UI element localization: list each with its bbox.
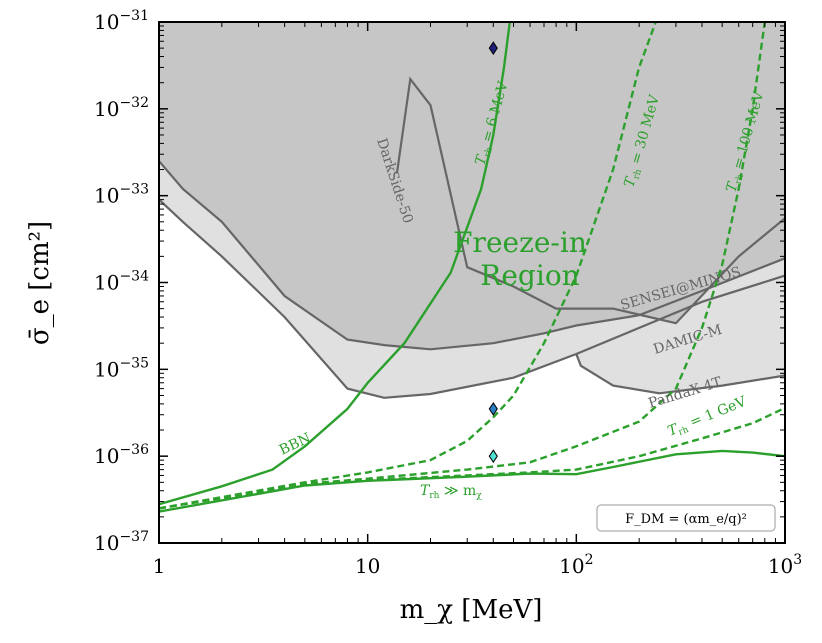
exclusion-line-sensei-minos xyxy=(159,160,785,351)
exclusion-line-pandax-4t xyxy=(575,353,785,395)
curves xyxy=(159,22,785,513)
x-axis-title: m_χ [MeV] xyxy=(400,595,543,625)
y-tick-label: 10−37 xyxy=(94,529,149,555)
benchmark-marker-1 xyxy=(488,41,498,56)
x-tick-label: 10 xyxy=(355,554,380,578)
darkside-excluded-region xyxy=(396,22,785,324)
exclusion-line-damic-m xyxy=(159,198,785,399)
x-tick-label: 102 xyxy=(559,552,593,578)
y-tick-label: 10−35 xyxy=(94,355,149,381)
markers xyxy=(488,41,498,464)
svg-text:Trh ≫ mχ: Trh ≫ mχ xyxy=(420,483,482,501)
freeze-in-curve-t-rh-30-mev xyxy=(159,22,657,510)
y-axis-title: σ̄_e [cm²] xyxy=(25,221,55,345)
x-tick-label: 1 xyxy=(153,554,166,578)
y-tick-label: 10−32 xyxy=(94,95,149,121)
form-factor-box: F_DM = (αm_e/q)² xyxy=(596,504,776,532)
y-tick-label: 10−31 xyxy=(94,8,149,34)
freeze-in-curve-t-rh-100-mev xyxy=(159,22,766,510)
freeze-in-curve-bbn xyxy=(159,449,785,513)
freeze-in-curve-t-rh-6-mev xyxy=(159,22,511,506)
freeze-in-label-line2: Region xyxy=(480,259,579,292)
plot-frame xyxy=(158,21,786,544)
y-tick-label: 10−34 xyxy=(94,269,149,295)
benchmark-marker-3 xyxy=(488,449,498,464)
form-factor-text: F_DM = (αm_e/q)² xyxy=(625,512,747,527)
x-tick-label: 103 xyxy=(768,552,802,578)
freeze-in-label-line1: Freeze-in xyxy=(453,226,587,259)
y-tick-label: 10−36 xyxy=(94,442,149,468)
benchmark-marker-2 xyxy=(488,402,498,416)
trh-gg-label: Trh ≫ mχ xyxy=(420,483,482,501)
exclusion-regions xyxy=(159,22,785,398)
y-tick-label: 10−33 xyxy=(94,182,149,208)
